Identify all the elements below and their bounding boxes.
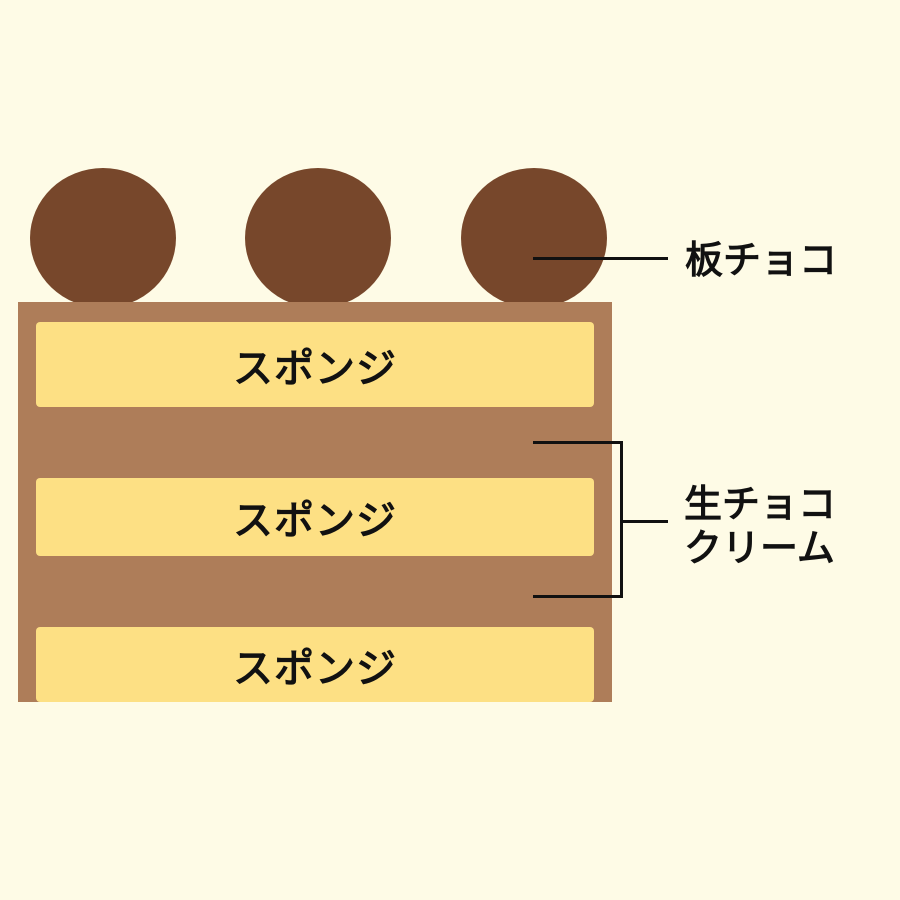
sponge-layer-bottom: スポンジ (36, 627, 594, 702)
cream-leader-line (620, 520, 668, 523)
chocolate-disc-right (461, 168, 607, 308)
cream-label-line2: クリーム (684, 526, 835, 570)
sponge-layer-top: スポンジ (36, 322, 594, 407)
topping-label: 板チョコ (685, 238, 838, 282)
sponge-label: スポンジ (233, 345, 397, 392)
sponge-layer-middle: スポンジ (36, 478, 594, 556)
cream-bracket-top (533, 441, 623, 444)
cream-label-line1: 生チョコ (684, 482, 837, 526)
topping-leader-line (533, 257, 668, 260)
sponge-label: スポンジ (233, 498, 397, 544)
chocolate-disc-left (30, 168, 176, 308)
cream-bracket-vertical (620, 441, 623, 598)
cream-label: 生チョコ クリーム (684, 482, 836, 570)
cream-bracket-bottom (533, 595, 623, 598)
chocolate-disc-middle (245, 168, 391, 308)
sponge-label: スポンジ (233, 645, 397, 692)
